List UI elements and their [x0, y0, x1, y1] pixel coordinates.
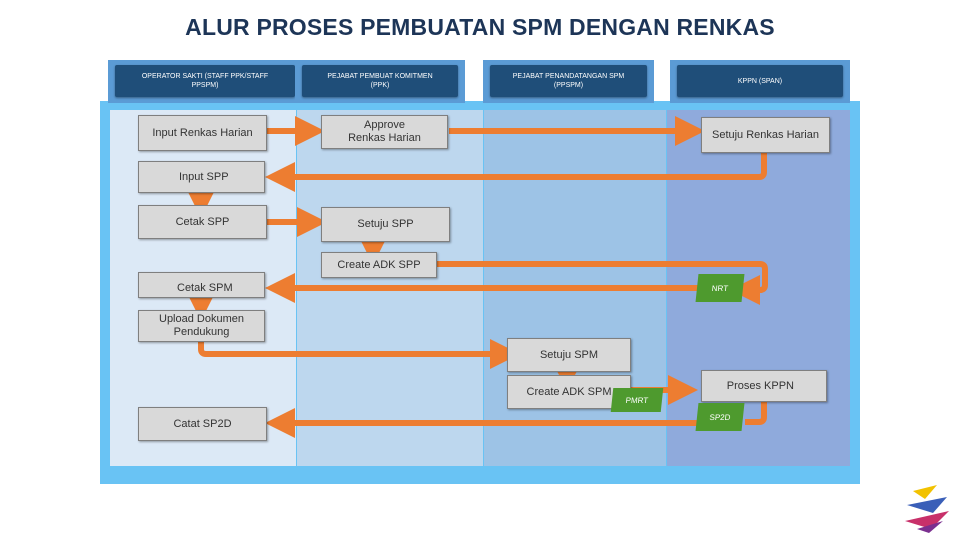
label-nrt: NRT — [695, 274, 745, 302]
lane-header-ppk: PEJABAT PEMBUAT KOMITMEN (PPK) — [302, 65, 458, 97]
lane-header-kppn: KPPN (SPAN) — [677, 65, 843, 97]
step-input-spp: Input SPP — [138, 161, 265, 193]
step-create-adk-spm: Create ADK SPM — [507, 375, 631, 409]
lane-header-ppspm: PEJABAT PENANDATANGAN SPM (PPSPM) — [490, 65, 647, 97]
ministry-logo-icon — [905, 485, 949, 533]
label-sp2d: SP2D — [695, 403, 745, 431]
lane-header-operator: OPERATOR SAKTI (STAFF PPK/STAFF PPSPM) — [115, 65, 295, 97]
step-proses-kppn: Proses KPPN — [701, 370, 827, 402]
step-setuju-renkas: Setuju Renkas Harian — [701, 117, 830, 153]
page-title: ALUR PROSES PEMBUATAN SPM DENGAN RENKAS — [185, 14, 775, 40]
step-upload-dokumen: Upload Dokumen Pendukung — [138, 310, 265, 342]
step-setuju-spp: Setuju SPP — [321, 207, 450, 242]
step-create-adk-spp: Create ADK SPP — [321, 252, 437, 278]
step-input-renkas: Input Renkas Harian — [138, 115, 267, 151]
step-cetak-spp: Cetak SPP — [138, 205, 267, 239]
step-cetak-spm: Cetak SPM — [138, 272, 265, 298]
step-approve-renkas: Approve Renkas Harian — [321, 115, 448, 149]
step-setuju-spm: Setuju SPM — [507, 338, 631, 372]
step-catat-sp2d: Catat SP2D — [138, 407, 267, 441]
label-pmrt: PMRT — [610, 388, 664, 412]
